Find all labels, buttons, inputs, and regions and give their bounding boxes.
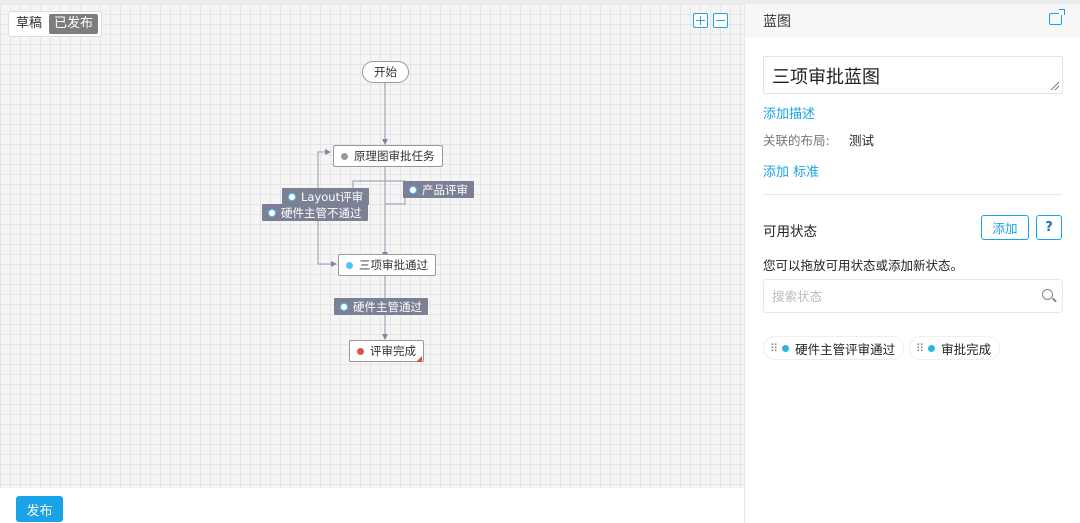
transition-label: 产品评审: [422, 182, 468, 197]
zoom-in-icon[interactable]: [693, 13, 708, 28]
state-chip-hw-approved[interactable]: ⠿ 硬件主管评审通过: [763, 336, 905, 360]
node-three-approved[interactable]: 三项审批通过: [338, 254, 436, 276]
states-hint: 您可以拖放可用状态或添加新状态。: [763, 258, 964, 273]
transition-label: 硬件主管通过: [353, 299, 422, 314]
transition-product-review[interactable]: 产品评审: [403, 181, 474, 198]
add-description-link[interactable]: 添加描述: [763, 107, 816, 122]
export-icon[interactable]: [1049, 9, 1065, 25]
transition-label: Layout评审: [301, 189, 364, 204]
states-section-title: 可用状态: [763, 224, 817, 240]
divider: [763, 194, 1062, 195]
transition-hw-rejected[interactable]: 硬件主管不通过: [262, 204, 368, 221]
transition-hw-approved[interactable]: 硬件主管通过: [334, 298, 428, 315]
end-corner-icon: [416, 356, 422, 362]
top-strip: [0, 0, 1080, 4]
node-label: 原理图审批任务: [354, 149, 435, 163]
status-dot-icon: [357, 347, 364, 355]
state-chip-label: 审批完成: [941, 341, 992, 357]
node-start[interactable]: 开始: [362, 61, 409, 83]
help-button[interactable]: ?: [1036, 215, 1062, 240]
transition-ring-icon: [288, 192, 296, 201]
draft-tab[interactable]: 草稿: [16, 16, 43, 31]
status-dot-icon: [341, 152, 348, 160]
add-state-button[interactable]: 添加: [981, 215, 1029, 240]
published-tab[interactable]: 已发布: [49, 14, 99, 34]
zoom-out-icon[interactable]: [713, 13, 728, 28]
transition-ring-icon: [340, 302, 348, 311]
node-label: 三项审批通过: [359, 258, 428, 272]
resize-grip-icon[interactable]: [1051, 82, 1059, 90]
state-chip-approval-done[interactable]: ⠿ 审批完成: [909, 336, 1001, 360]
status-dot-icon: [928, 344, 936, 352]
panel-header: 蓝图: [745, 4, 1080, 38]
node-review-done[interactable]: 评审完成: [349, 340, 424, 362]
add-criteria-link[interactable]: 添加 标准: [763, 165, 820, 180]
draft-published-toggle[interactable]: 草稿 已发布: [8, 11, 102, 37]
drag-handle-icon[interactable]: ⠿: [770, 341, 778, 355]
bottom-bar: [0, 488, 744, 523]
layout-value: 测试: [849, 133, 875, 148]
status-dot-icon: [782, 344, 790, 352]
workflow-canvas[interactable]: 草稿 已发布 开始 原理图审: [0, 4, 744, 488]
search-icon[interactable]: [1042, 289, 1053, 300]
blueprint-name-value: 三项审批蓝图: [772, 67, 880, 88]
transition-label: 硬件主管不通过: [281, 205, 362, 220]
status-dot-icon: [346, 261, 353, 269]
blueprint-name-field[interactable]: 三项审批蓝图: [763, 56, 1063, 94]
transition-layout-review[interactable]: Layout评审: [282, 188, 370, 205]
layout-label: 关联的布局:: [763, 133, 830, 148]
node-start-label: 开始: [374, 65, 397, 79]
state-search-input[interactable]: [763, 279, 1063, 313]
blueprint-panel: 蓝图 三项审批蓝图 添加描述 关联的布局: 测试 添加 标准 可用状态 添加 ?…: [744, 4, 1080, 523]
publish-button[interactable]: 发布: [16, 496, 63, 522]
drag-handle-icon[interactable]: ⠿: [916, 341, 924, 355]
transition-ring-icon: [409, 185, 417, 194]
panel-title: 蓝图: [763, 14, 791, 30]
transition-ring-icon: [268, 208, 276, 217]
state-chip-label: 硬件主管评审通过: [795, 341, 896, 357]
node-schematic-review[interactable]: 原理图审批任务: [333, 145, 443, 167]
node-label: 评审完成: [370, 344, 416, 358]
